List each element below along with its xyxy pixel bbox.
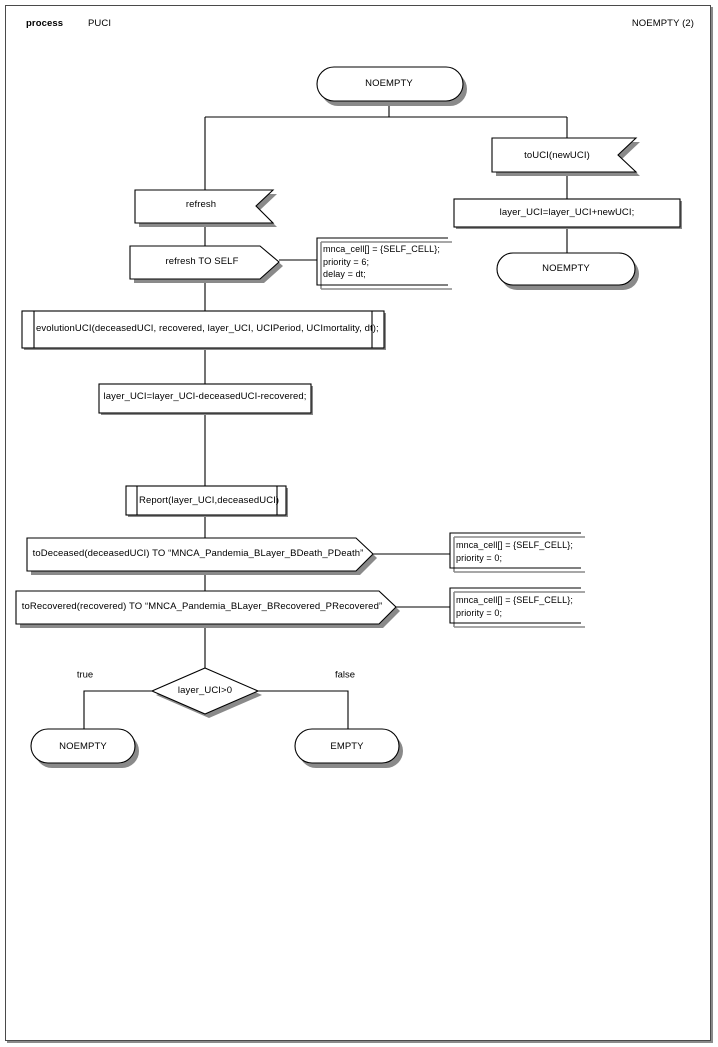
state-noempty-right-shape[interactable] [496, 252, 636, 286]
branch-label-true: true [76, 669, 94, 681]
edge-decision-false [258, 690, 349, 729]
decision-label: layer_UCI>0 [177, 684, 233, 696]
decision-shape[interactable] [150, 667, 260, 715]
comment-refresh-text: mnca_cell[] = {SELF_CELL}; priority = 6;… [323, 244, 440, 280]
comment-deceased-text: mnca_cell[] = {SELF_CELL}; priority = 0; [456, 540, 573, 563]
task-add-label: layer_UCI=layer_UCI+newUCI; [499, 206, 635, 218]
shadow-comment-deceased [453, 536, 585, 573]
proc-evolution-label: evolutionUCI(deceasedUCI, recovered, lay… [36, 322, 379, 334]
comment-recovered-box [449, 587, 581, 624]
edge-decision-true [83, 690, 152, 729]
proc-report-label: Report(layer_UCI,deceasedUCI) [139, 494, 280, 506]
header-state-reference: NOEMPTY (2) [631, 18, 694, 29]
input-refresh-shape[interactable] [134, 189, 275, 224]
comment-deceased-box [449, 532, 581, 569]
shadow-comment-refresh [320, 241, 452, 290]
state-noempty-right-label: NOEMPTY [542, 262, 590, 274]
state-empty-end-shape[interactable] [294, 728, 400, 764]
output-deceased-label: toDeceased(deceasedUCI) TO “MNCA_Pandemi… [32, 547, 364, 559]
task-subtract-shape[interactable] [98, 383, 312, 414]
header-keyword: process [26, 18, 64, 29]
output-recovered-shape[interactable] [15, 590, 397, 625]
output-recovered-label: toRecovered(recovered) TO “MNCA_Pandemia… [21, 600, 383, 612]
shadow-comment-recovered [453, 591, 585, 628]
output-deceased-shape[interactable] [26, 537, 374, 572]
input-toUCI-label: toUCI(newUCI) [524, 149, 590, 161]
start-state-shape[interactable] [316, 66, 464, 102]
proc-evolution-shape[interactable] [21, 310, 385, 349]
output-refresh-self-shape[interactable] [129, 245, 280, 280]
proc-report-shape[interactable] [125, 485, 287, 516]
state-noempty-end-label: NOEMPTY [59, 740, 107, 752]
input-refresh-label: refresh [185, 198, 217, 210]
comment-refresh-box [316, 237, 448, 286]
input-toUCI-shape[interactable] [491, 137, 638, 173]
state-empty-end-label: EMPTY [330, 740, 364, 752]
task-add-shape[interactable] [453, 198, 681, 228]
header-process-name: PUCI [88, 18, 112, 29]
task-subtract-label: layer_UCI=layer_UCI-deceasedUCI-recovere… [103, 390, 307, 402]
page-border-frame [5, 5, 711, 1041]
state-noempty-end-shape[interactable] [30, 728, 136, 764]
output-refresh-self-label: refresh TO SELF [165, 255, 239, 267]
branch-label-false: false [334, 669, 356, 681]
comment-recovered-text: mnca_cell[] = {SELF_CELL}; priority = 0; [456, 595, 573, 618]
start-state-label: NOEMPTY [365, 77, 413, 89]
